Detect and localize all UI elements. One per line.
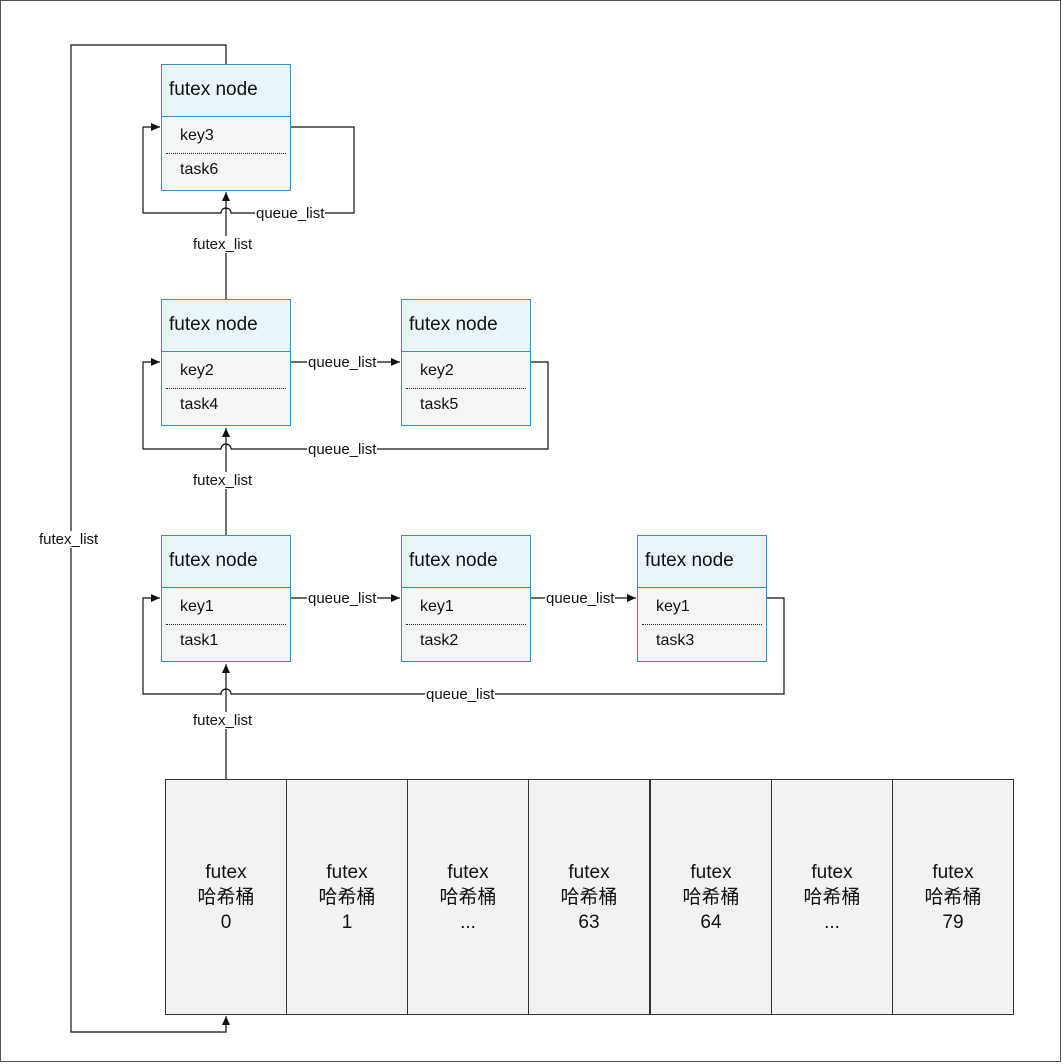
label-queue-list-2a: queue_list [307, 354, 378, 371]
futex-node-title: futex node [162, 300, 290, 352]
futex-node-title: futex node [162, 65, 290, 117]
label-futex-list-key1: futex_list [192, 472, 254, 489]
futex-node-key: key2 [180, 362, 214, 379]
queue-list-loop-row1 [142, 594, 785, 695]
label-queue-list-3-loop: queue_list [255, 205, 326, 222]
futex-node-divider [166, 624, 286, 625]
futex-node-task: task1 [180, 632, 219, 649]
bucket-line1: futex [690, 862, 732, 883]
bucket-line1: futex [447, 862, 489, 883]
futex-node-key: key3 [180, 127, 214, 144]
hash-bucket-63: futex 哈希桶 63 [528, 779, 650, 1015]
futex-node-key: key1 [180, 598, 214, 615]
label-futex-list-key2: futex_list [192, 236, 254, 253]
futex-node-task: task4 [180, 396, 219, 413]
queue-list-loop-row3 [142, 123, 355, 214]
futex-node-divider [406, 388, 526, 389]
futex-node-divider [166, 388, 286, 389]
futex-node-key: key2 [420, 362, 454, 379]
bucket-line2: 哈希桶 [318, 887, 376, 908]
label-futex-list-bucket: futex_list [192, 712, 254, 729]
bucket-index: ... [460, 912, 476, 933]
futex-node-key3-task6: futex node key3 task6 [161, 64, 291, 191]
bucket-line1: futex [568, 862, 610, 883]
futex-node-divider [642, 624, 762, 625]
bucket-line1: futex [326, 862, 368, 883]
hash-bucket-64: futex 哈希桶 64 [650, 779, 772, 1015]
hash-bucket-ellipsis-b: futex 哈希桶... [771, 779, 893, 1015]
bucket-index: 0 [220, 912, 232, 933]
bucket-index: 79 [942, 912, 964, 933]
bucket-line1: futex [811, 862, 853, 883]
queue-list-loop-row2 [142, 358, 549, 450]
futex-node-title: futex node [638, 536, 766, 588]
bucket-line2: 哈希桶 [197, 887, 255, 908]
hash-bucket-1: futex 哈希桶 1 [286, 779, 408, 1015]
futex-node-task: task2 [420, 632, 459, 649]
futex-node-key2-task5: futex node key2 task5 [401, 299, 531, 426]
futex-node-key: key1 [420, 598, 454, 615]
bucket-line2: 哈希桶 [682, 887, 740, 908]
label-queue-list-1b: queue_list [545, 590, 616, 607]
bucket-line2: 哈希桶 [560, 887, 618, 908]
hash-bucket-ellipsis-a: futex 哈希桶... [407, 779, 529, 1015]
bucket-line2: 哈希桶 [439, 887, 497, 908]
futex-node-task: task6 [180, 161, 219, 178]
label-queue-list-1a: queue_list [307, 590, 378, 607]
bucket-line1: futex [205, 862, 247, 883]
label-queue-list-1-loop: queue_list [425, 686, 496, 703]
futex-node-key: key1 [656, 598, 690, 615]
bucket-line2: 哈希桶 [924, 887, 982, 908]
bucket-index: 1 [341, 912, 353, 933]
futex-node-task: task5 [420, 396, 459, 413]
futex-node-divider [406, 624, 526, 625]
bucket-index: 64 [700, 912, 722, 933]
bucket-line2: 哈希桶 [803, 887, 861, 908]
bucket-index: 63 [578, 912, 600, 933]
futex-node-key1-task1: futex node key1 task1 [161, 535, 291, 662]
futex-node-task: task3 [656, 632, 695, 649]
hash-bucket-0: futex 哈希桶 0 [165, 779, 287, 1015]
bucket-index: ... [824, 912, 840, 933]
futex-node-key2-task4: futex node key2 task4 [161, 299, 291, 426]
label-queue-list-2-loop: queue_list [307, 441, 378, 458]
futex-node-key1-task3: futex node key1 task3 [637, 535, 767, 662]
bucket-line1: futex [932, 862, 974, 883]
hash-bucket-79: futex 哈希桶 79 [892, 779, 1014, 1015]
futex-node-divider [166, 153, 286, 154]
futex-node-title: futex node [402, 300, 530, 352]
futex-node-title: futex node [402, 536, 530, 588]
futex-node-title: futex node [162, 536, 290, 588]
label-outer-futex-list: futex_list [38, 531, 100, 548]
futex-node-key1-task2: futex node key1 task2 [401, 535, 531, 662]
